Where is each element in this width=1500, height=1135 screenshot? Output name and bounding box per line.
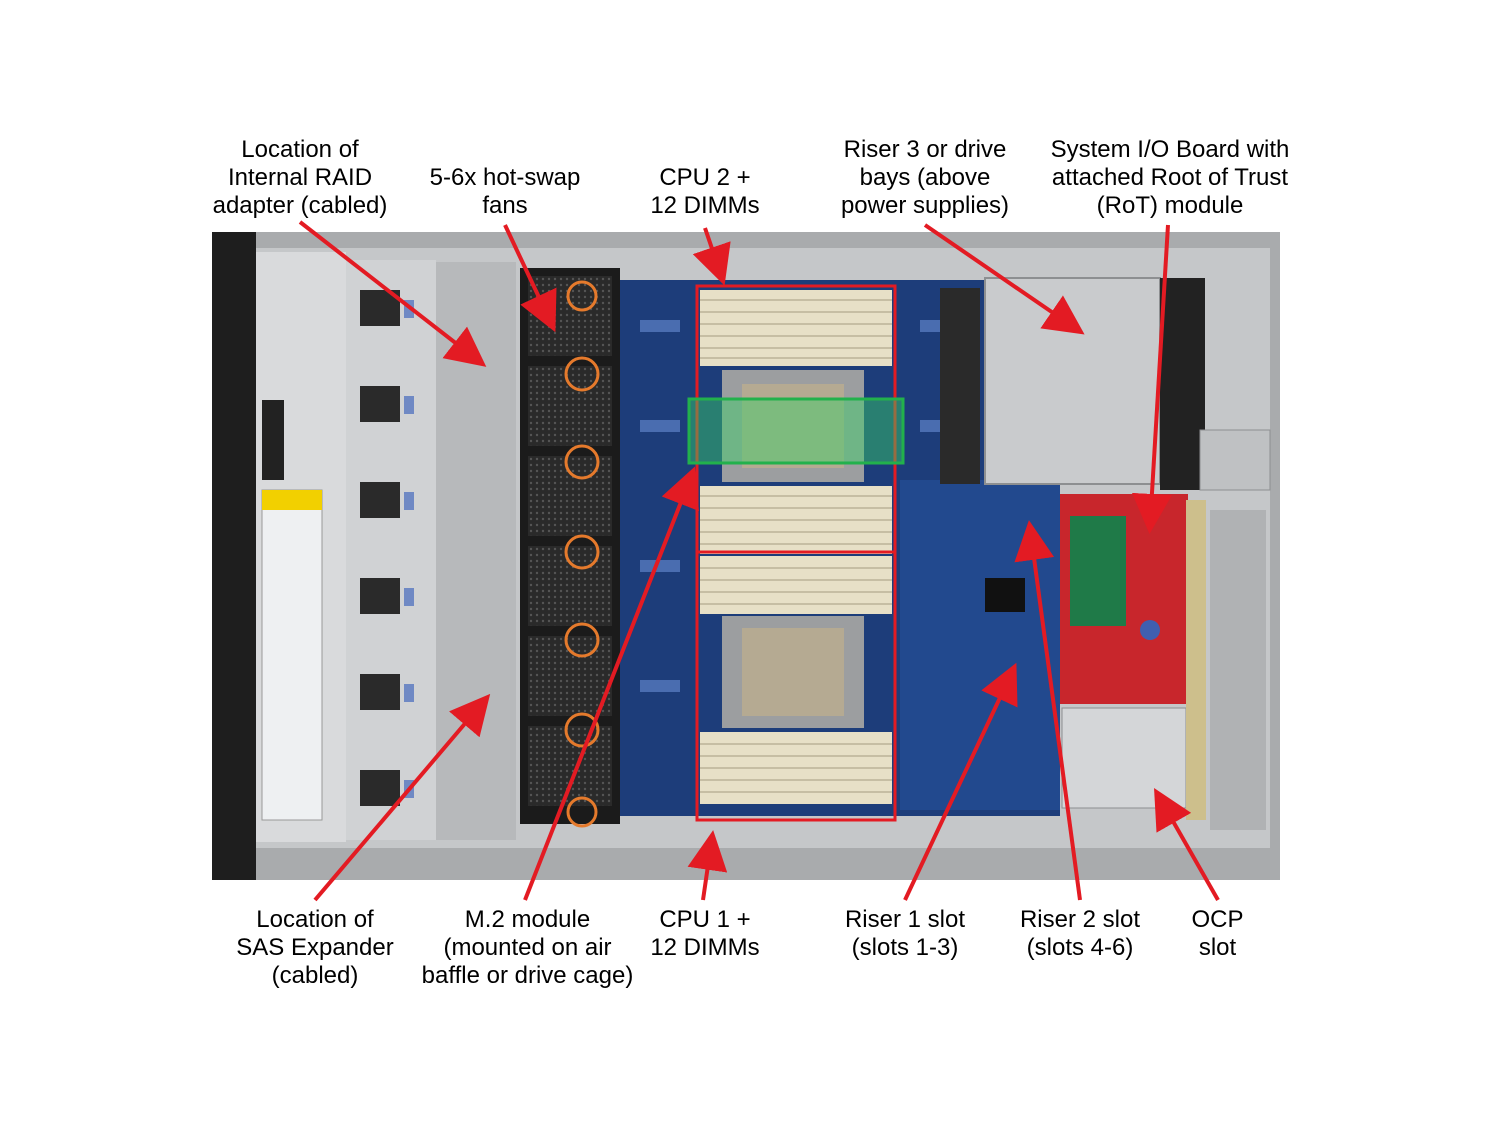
cpu-highlight-boxes xyxy=(695,284,897,822)
label-riser3: Riser 3 or drive bays (above power suppl… xyxy=(840,136,1010,219)
bmc-chip xyxy=(985,578,1025,612)
rot-module xyxy=(1070,516,1126,626)
arrow-riser1 xyxy=(903,662,1018,901)
ocp-area xyxy=(1061,429,1271,830)
label-hot-swap-fans: 5-6x hot-swap fans xyxy=(429,164,581,219)
arrow-sysio xyxy=(1131,224,1172,534)
m2-highlight-box xyxy=(687,397,905,465)
label-riser2: Riser 2 slot (slots 4-6) xyxy=(1019,906,1141,961)
dimm-banks xyxy=(700,290,892,804)
fan-wall xyxy=(520,268,620,828)
label-raid-adapter: Location of Internal RAID adapter (cable… xyxy=(212,136,388,219)
backplane-latches xyxy=(360,290,400,806)
label-m2-module: M.2 module (mounted on air baffle or dri… xyxy=(421,906,634,989)
arrow-riser3 xyxy=(923,223,1085,335)
arrow-fans xyxy=(503,224,557,333)
arrow-raid xyxy=(298,220,487,367)
riser3-cage xyxy=(940,277,1205,490)
callout-arrows xyxy=(298,220,1220,902)
arrow-cpu2 xyxy=(692,227,731,286)
label-riser1: Riser 1 slot (slots 1-3) xyxy=(844,906,966,961)
label-sas-expander: Location of SAS Expander (cabled) xyxy=(236,906,394,989)
arrow-cpu1 xyxy=(687,830,728,901)
label-system-io-board: System I/O Board with attached Root of T… xyxy=(1050,136,1290,219)
arrow-sas xyxy=(313,693,491,902)
label-ocp-slot: OCP slot xyxy=(1191,906,1244,961)
drive-backplane xyxy=(346,260,436,840)
arrow-riser2 xyxy=(1014,520,1082,901)
system-io-board xyxy=(1060,494,1188,704)
arrow-m2 xyxy=(523,466,699,901)
label-cpu2: CPU 2 + 12 DIMMs xyxy=(650,164,760,219)
arrow-ocp xyxy=(1154,788,1220,901)
front-bezel xyxy=(212,232,256,880)
cpu1-highlight-box xyxy=(695,550,897,822)
label-cpu1: CPU 1 + 12 DIMMs xyxy=(650,906,760,961)
